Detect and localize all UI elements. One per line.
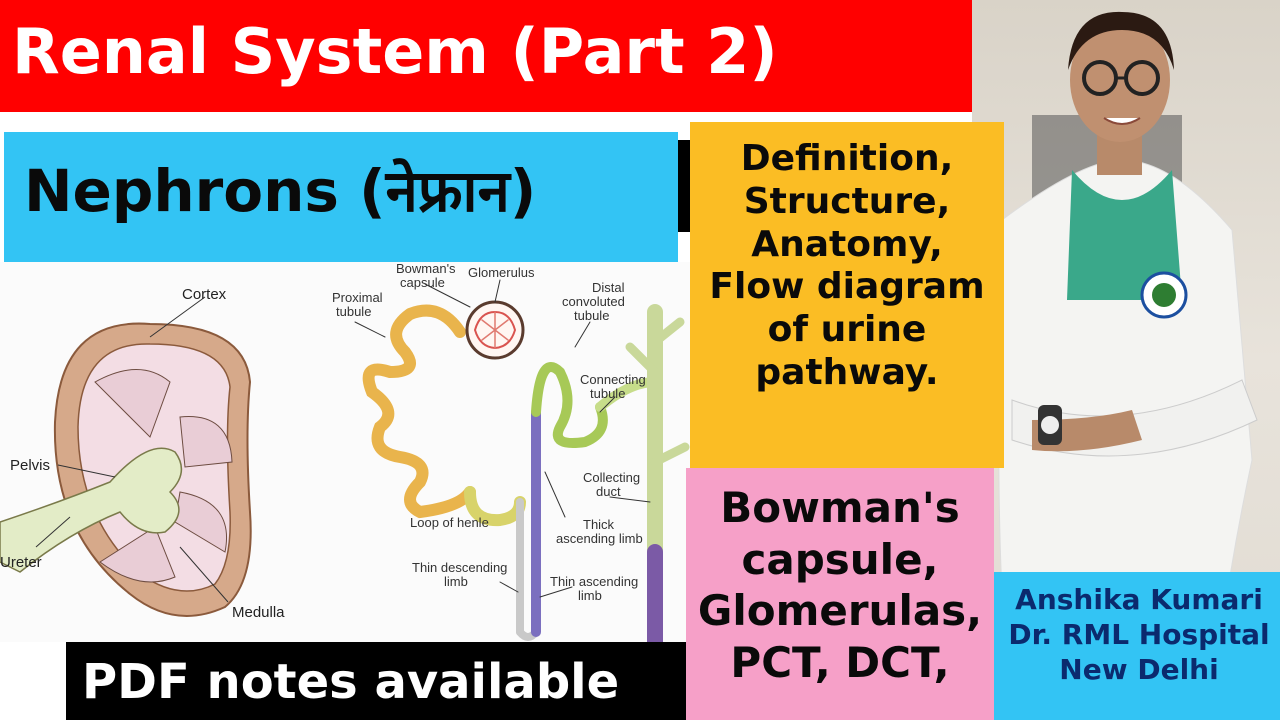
- label-thick-2: ascending limb: [556, 531, 643, 546]
- label-proximal-2: tubule: [336, 304, 371, 319]
- label-connecting-2: tubule: [590, 386, 625, 401]
- topic-line: Structure,: [743, 180, 951, 222]
- label-pelvis: Pelvis: [10, 457, 50, 474]
- kidney-illustration: [0, 296, 252, 617]
- label-bowmans-2: capsule: [400, 275, 445, 290]
- parts-box: [686, 468, 994, 720]
- part-line: capsule,: [741, 534, 939, 584]
- topic-line: Flow diagram: [709, 266, 985, 308]
- title-banner: [0, 0, 972, 112]
- label-thin-asc-1: Thin ascending: [550, 574, 638, 589]
- label-thin-desc-2: limb: [444, 574, 468, 589]
- subtitle-text: Nephrons (नेफ्रान): [24, 157, 537, 225]
- label-glomerulus: Glomerulus: [468, 265, 535, 280]
- video-title: Renal System (Part 2): [12, 15, 778, 88]
- subtitle-banner: [4, 132, 678, 264]
- label-bowmans-1: Bowman's: [396, 262, 456, 276]
- label-cortex: Cortex: [182, 286, 227, 303]
- label-distal-3: tubule: [574, 308, 609, 323]
- author-name: Anshika Kumari: [1015, 583, 1263, 616]
- label-medulla: Medulla: [232, 604, 285, 621]
- parts-list: Bowman's capsule, Glomerulas, PCT, DCT,: [686, 482, 994, 689]
- label-collecting-1: Collecting: [583, 470, 640, 485]
- topics-box: [690, 122, 1004, 468]
- kidney-nephron-diagram: Cortex Pelvis Ureter Medulla: [0, 261, 690, 650]
- topic-line: pathway.: [755, 352, 939, 394]
- nephron-illustration: [354, 279, 690, 650]
- label-connecting-1: Connecting: [580, 372, 646, 387]
- pdf-notice-banner: [66, 642, 686, 720]
- label-distal-1: Distal: [592, 280, 625, 295]
- topics-list: Definition, Structure, Anatomy, Flow dia…: [690, 138, 1004, 395]
- label-distal-2: convoluted: [562, 294, 625, 309]
- presenter-illustration: [998, 11, 1258, 721]
- author-city: New Delhi: [1059, 653, 1219, 686]
- author-box: [994, 572, 1280, 720]
- author-hospital: Dr. RML Hospital: [1008, 618, 1270, 651]
- label-thick-1: Thick: [583, 517, 615, 532]
- label-thin-asc-2: limb: [578, 588, 602, 603]
- topic-line: of urine: [767, 309, 927, 351]
- label-ureter: Ureter: [0, 554, 42, 571]
- presenter-photo: [972, 0, 1280, 721]
- topic-line: Definition,: [740, 138, 954, 179]
- topic-line: Anatomy,: [751, 223, 943, 265]
- pdf-notice-text: PDF notes available: [82, 654, 620, 710]
- part-line: Bowman's: [720, 483, 960, 532]
- label-collecting-2: duct: [596, 484, 621, 499]
- author-info: Anshika Kumari Dr. RML Hospital New Delh…: [998, 582, 1280, 687]
- label-proximal-1: Proximal: [332, 290, 383, 305]
- label-loop-of-henle: Loop of henle: [410, 515, 489, 530]
- part-line: Glomerulas,: [697, 586, 983, 636]
- part-line: PCT, DCT,: [730, 637, 950, 687]
- label-thin-desc-1: Thin descending: [412, 560, 507, 575]
